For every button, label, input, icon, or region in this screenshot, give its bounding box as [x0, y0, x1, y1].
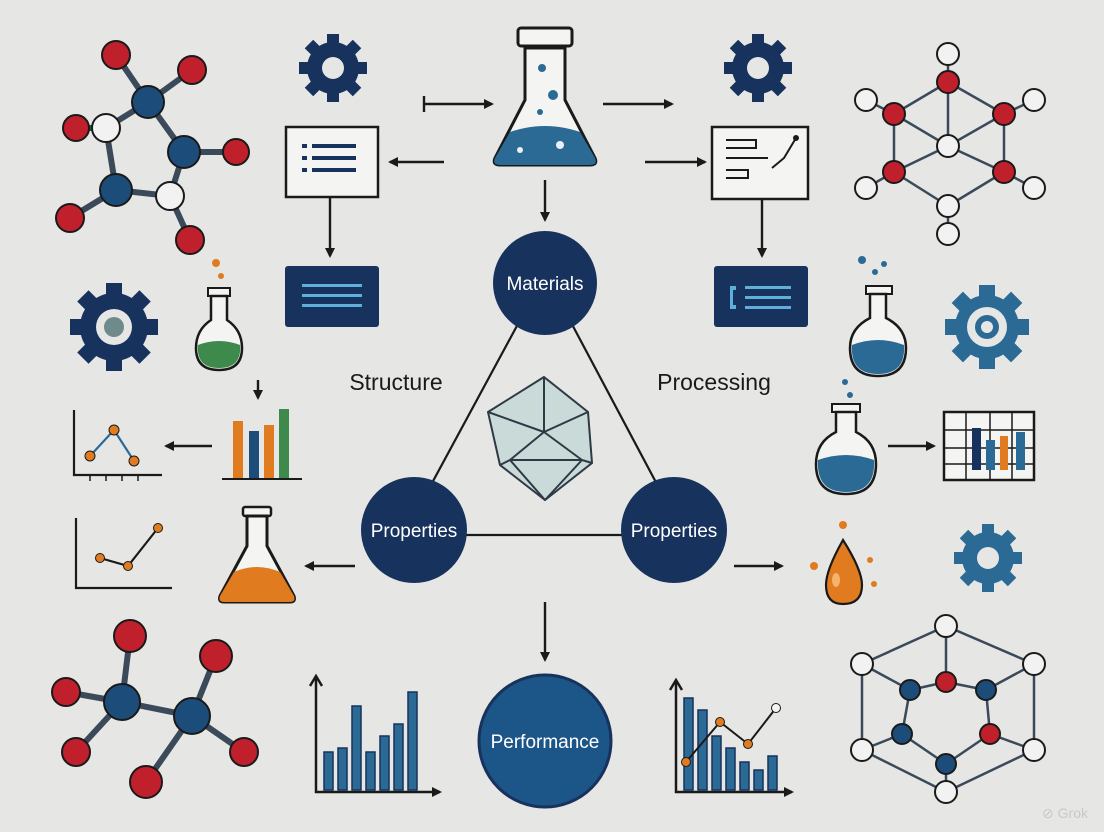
flask-green-icon: [194, 259, 244, 372]
gear-mid-left-icon: [70, 283, 158, 371]
arrow-gear-to-flask: [422, 96, 494, 112]
document-panel-right: [710, 125, 810, 201]
document-panel-left: [284, 125, 380, 199]
watermark-grok: ⊘ Grok: [1042, 805, 1088, 821]
screen-panel-left: [285, 266, 379, 327]
gear-mid-right-icon: [945, 285, 1029, 369]
molecule-bottom-left-icon: [51, 619, 259, 799]
flask-top-icon: [492, 26, 598, 167]
node-properties-right: Properties: [621, 477, 727, 583]
gear-top-right-icon: [724, 34, 792, 102]
bar-chart-bottom-left-icon: [308, 673, 442, 797]
droplet-orange-icon: [810, 521, 877, 606]
table-chart-right-icon: [942, 410, 1036, 482]
node-performance: Performance: [477, 673, 613, 809]
combo-chart-bottom-right-icon: [668, 677, 794, 797]
flask-blue-right-top-icon: [848, 256, 908, 378]
node-performance-label: Performance: [491, 732, 600, 753]
gear-bottom-right-icon: [954, 524, 1022, 592]
node-properties-right-label: Properties: [631, 521, 718, 542]
node-materials-label: Materials: [506, 274, 583, 295]
node-properties-left: Properties: [361, 477, 467, 583]
flask-blue-right-mid-icon: [814, 379, 878, 496]
line-chart-left-icon: [72, 410, 162, 481]
node-properties-left-label: Properties: [371, 521, 458, 542]
screen-panel-right: [714, 266, 808, 327]
arrows: [164, 96, 936, 662]
flask-orange-icon: [218, 505, 296, 604]
molecule-top-left-icon: [55, 40, 250, 255]
bar-chart-colored-icon: [222, 409, 302, 480]
line-chart-left-lower-icon: [74, 518, 172, 590]
gear-top-left-icon: [299, 34, 367, 102]
label-structure: Structure: [349, 369, 442, 395]
crystal-polyhedron-icon: [486, 375, 594, 502]
node-materials: Materials: [493, 231, 597, 335]
label-processing: Processing: [657, 369, 771, 395]
molecule-top-right-icon: [854, 42, 1046, 246]
molecule-bottom-right-icon: [850, 614, 1046, 804]
watermark-label: Grok: [1057, 805, 1088, 821]
